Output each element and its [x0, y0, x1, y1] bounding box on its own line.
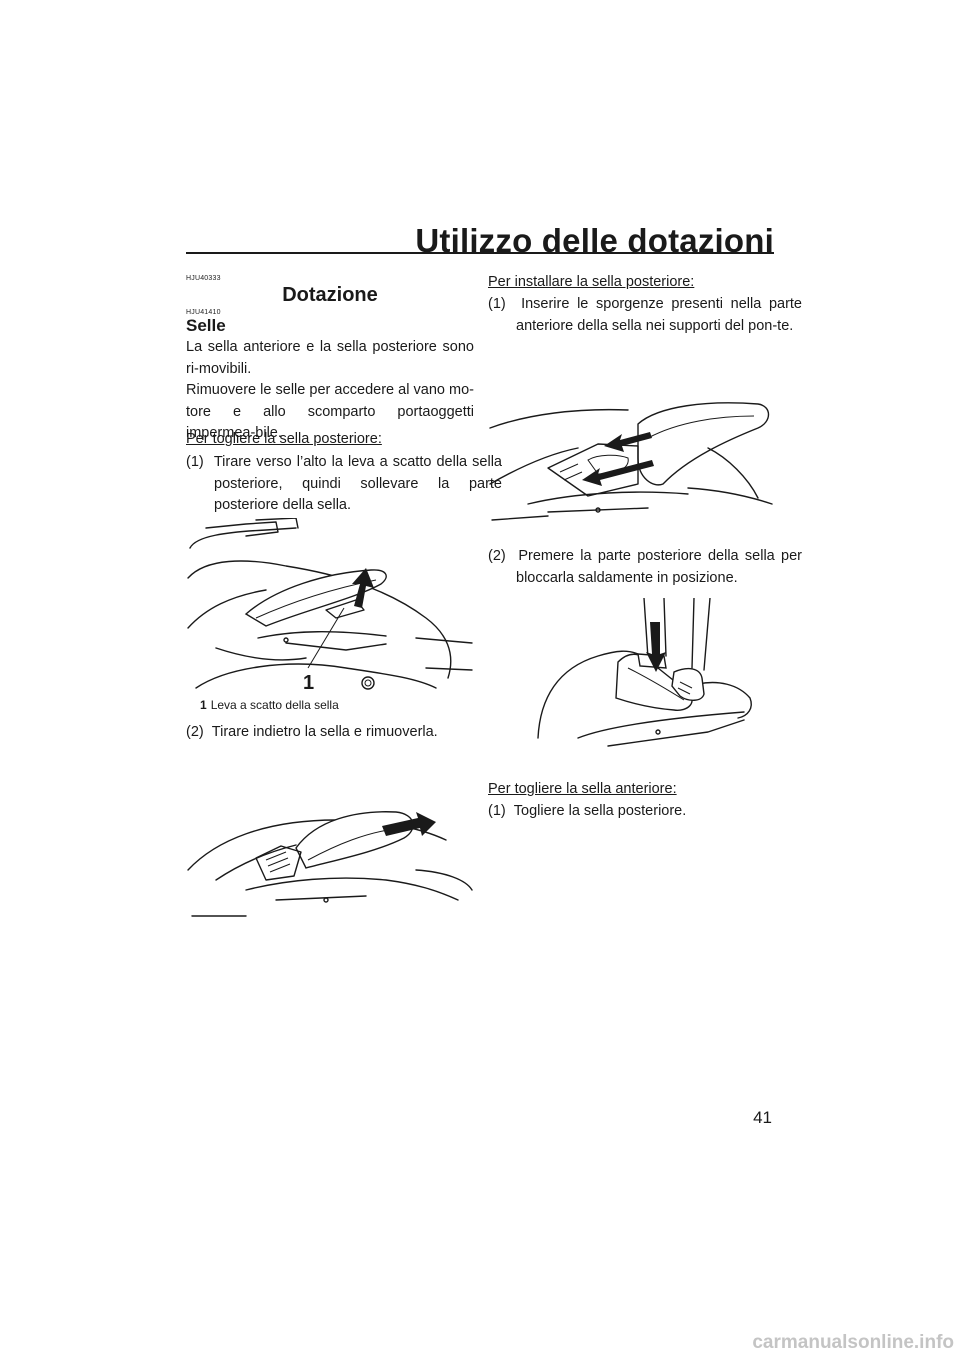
step-text: Tirare indietro la sella e rimuoverla.	[211, 724, 438, 740]
left-arrow-icon	[582, 432, 654, 486]
up-arrow-icon	[352, 568, 374, 608]
install-rear-step-1: (1) Inserire le sporgenze presenti nella…	[488, 294, 802, 337]
intro-paragraph: La sella anteriore e la sella posteriore…	[186, 339, 474, 377]
subsection-code: HJU41410	[186, 309, 221, 316]
step-text: Premere la parte posteriore della sella …	[516, 548, 802, 586]
figure-press-seat	[488, 598, 774, 748]
install-rear-step-2: (2) Premere la parte posteriore della se…	[488, 546, 802, 589]
figure-rear-seat-lever	[186, 518, 474, 700]
step-number: (2)	[186, 724, 204, 740]
page-header-title: Utilizzo delle dotazioni	[415, 222, 774, 259]
section-title: Dotazione	[282, 284, 378, 306]
access-paragraph: Rimuovere le selle per accedere al vano …	[186, 382, 474, 441]
step-text: Togliere la sella posteriore.	[513, 803, 687, 819]
step-number: (1)	[186, 454, 204, 470]
step-number: (1)	[488, 296, 506, 312]
figure1-callout-number: 1	[303, 672, 315, 694]
remove-rear-step-2: (2) Tirare indietro la sella e rimuoverl…	[186, 722, 502, 744]
figure-insert-seat	[488, 388, 774, 528]
step-text: Inserire le sporgenze presenti nella par…	[516, 296, 802, 334]
install-rear-heading: Per installare la sella posteriore:	[488, 274, 695, 290]
caption-number: 1	[200, 698, 207, 712]
remove-rear-step-1: (1) Tirare verso l’alto la leva a scatto…	[186, 452, 502, 517]
step-number: (2)	[488, 548, 506, 564]
remove-front-step-1: (1) Togliere la sella posteriore.	[488, 801, 802, 823]
step-number: (1)	[488, 803, 506, 819]
page-number: 41	[753, 1108, 772, 1127]
header-rule	[186, 252, 774, 254]
section-code: HJU40333	[186, 275, 221, 282]
remove-front-heading: Per togliere la sella anteriore:	[488, 781, 677, 797]
step-text: Tirare verso l’alto la leva a scatto del…	[213, 454, 502, 513]
caption-text: Leva a scatto della sella	[210, 698, 339, 712]
down-arrow-icon	[646, 622, 666, 672]
figure-pull-seat-back	[186, 790, 474, 920]
right-arrow-icon	[382, 812, 436, 836]
watermark: carmanualsonline.info	[752, 1332, 954, 1353]
subsection-title: Selle	[186, 316, 226, 335]
remove-rear-heading: Per togliere la sella posteriore:	[186, 431, 382, 447]
